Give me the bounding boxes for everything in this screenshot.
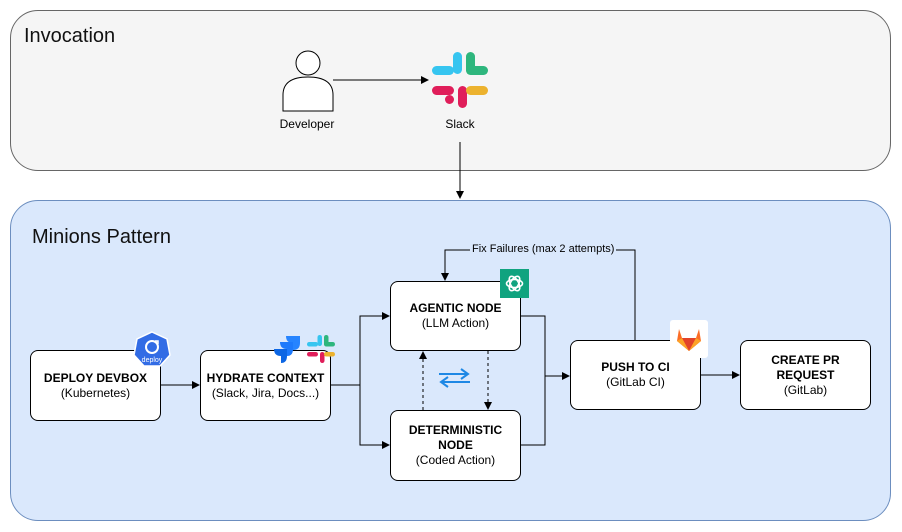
jira-icon <box>274 336 300 363</box>
agentic-node-sub: (LLM Action) <box>421 316 490 330</box>
create-pr-title: CREATE PR REQUEST <box>771 352 840 382</box>
fix-failures-label: Fix Failures (max 2 attempts) <box>470 243 617 255</box>
create-pr-sub: (GitLab) <box>783 382 828 397</box>
deploy-devbox-title: DEPLOY DEVBOX <box>43 370 148 385</box>
user-icon <box>282 50 334 112</box>
push-to-ci-node: PUSH TO CI (GitLab CI) <box>570 340 701 410</box>
gitlab-icon <box>670 320 708 358</box>
deploy-devbox-sub: (Kubernetes) <box>60 385 131 400</box>
hydrate-context-node: HYDRATE CONTEXT (Slack, Jira, Docs...) <box>200 350 331 421</box>
edge-deterministic-push <box>521 376 546 446</box>
deploy-devbox-node: DEPLOY DEVBOX (Kubernetes) <box>30 350 161 421</box>
kubernetes-deploy-text: deploy <box>142 357 163 364</box>
hydrate-context-title: HYDRATE CONTEXT <box>206 370 325 385</box>
slack-label: Slack <box>445 117 475 131</box>
push-to-ci-sub: (GitLab CI) <box>606 375 665 389</box>
developer-label: Developer <box>279 117 335 131</box>
create-pr-node: CREATE PR REQUEST (GitLab) <box>740 340 871 410</box>
edge-hydrate-deterministic <box>359 385 390 449</box>
agentic-node: AGENTIC NODE (LLM Action) <box>390 281 521 351</box>
invocation-title: Invocation <box>24 25 116 47</box>
edge-hydrate-agentic <box>331 312 390 386</box>
swap-arrows-icon <box>439 368 470 388</box>
openai-icon <box>500 269 529 298</box>
push-to-ci-title: PUSH TO CI <box>601 360 670 374</box>
edge-agentic-push <box>521 315 570 380</box>
slack-icon <box>432 52 488 108</box>
hydrate-context-sub: (Slack, Jira, Docs...) <box>211 385 320 400</box>
deterministic-node: DETERMINISTIC NODE (Coded Action) <box>390 410 521 481</box>
slack-small-icon <box>307 335 335 363</box>
deterministic-node-sub: (Coded Action) <box>415 453 496 467</box>
deterministic-node-title: DETERMINISTIC NODE <box>408 423 503 452</box>
minions-title: Minions Pattern <box>32 226 171 248</box>
kubernetes-deploy-icon: deploy <box>133 331 171 367</box>
agentic-node-title: AGENTIC NODE <box>409 301 502 315</box>
